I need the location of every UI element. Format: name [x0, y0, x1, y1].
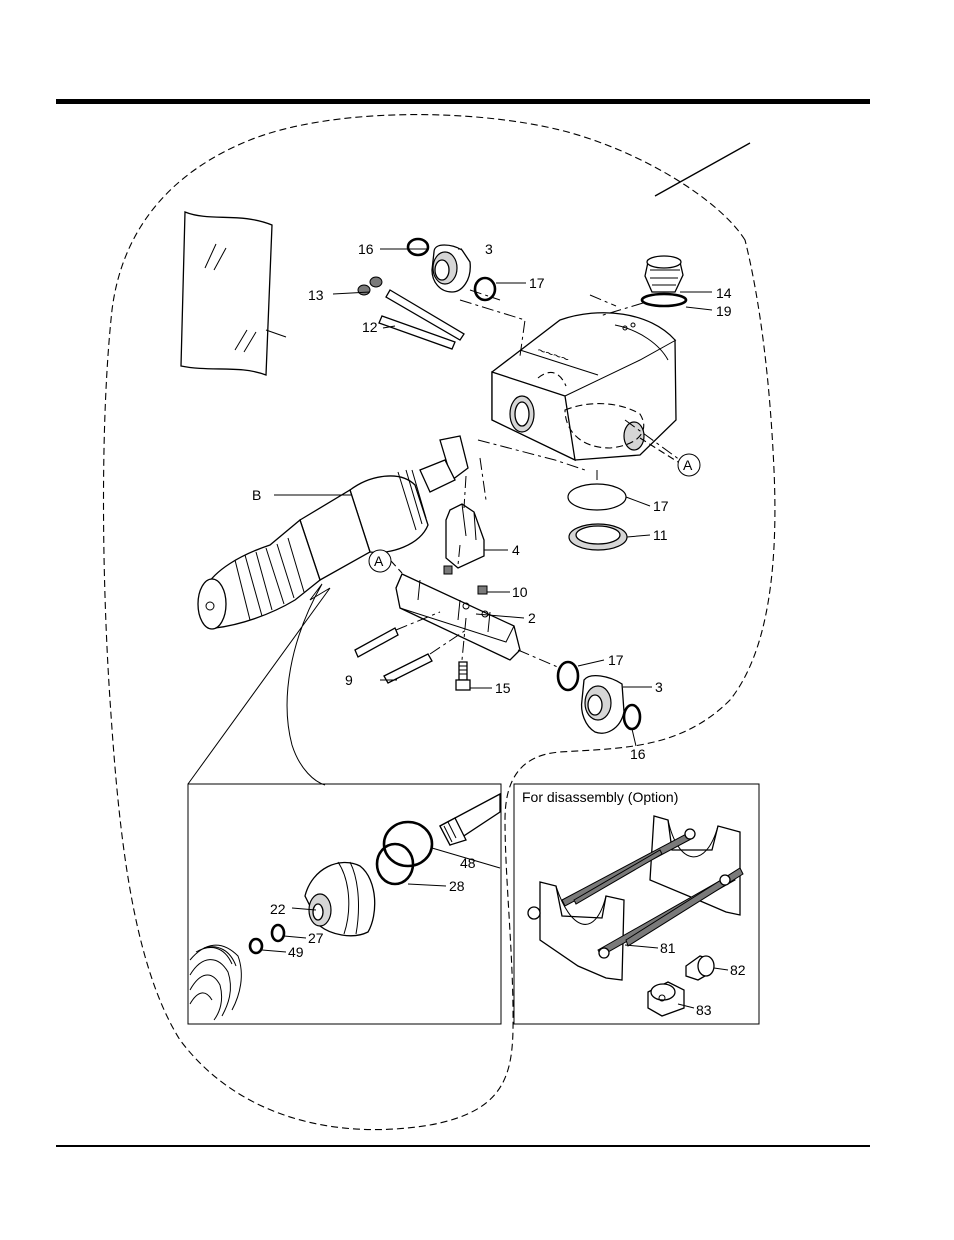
- callout-15: 15: [495, 680, 511, 696]
- callout-17-top: 17: [529, 275, 545, 291]
- o-ring-17-top: [475, 278, 495, 300]
- bolt-15: [456, 662, 470, 690]
- callout-16-lower: 16: [630, 746, 646, 762]
- o-ring-17-lower: [558, 662, 578, 690]
- callout-27: 27: [308, 930, 324, 946]
- callout-a-left: A: [374, 553, 384, 569]
- leader-a: [391, 438, 678, 573]
- callout-49: 49: [288, 944, 304, 960]
- callout-3-lower: 3: [655, 679, 663, 695]
- callout-82: 82: [730, 962, 746, 978]
- callout-a-right: A: [683, 457, 693, 473]
- piston-spring-detail: [190, 945, 241, 1020]
- callout-28: 28: [449, 878, 465, 894]
- callout-11: 11: [653, 527, 668, 543]
- bushing-3-top: [432, 245, 470, 292]
- pin-9: [355, 628, 432, 683]
- callout-9: 9: [345, 672, 353, 688]
- callout-22: 22: [270, 901, 286, 917]
- adapter-83: [648, 982, 684, 1016]
- bracket-4: [446, 504, 484, 568]
- callout-19: 19: [716, 303, 732, 319]
- callout-b: B: [252, 487, 261, 503]
- o-ring-16-lower: [624, 705, 640, 729]
- disassembly-tool: [528, 816, 743, 980]
- callout-17-lower: 17: [608, 652, 624, 668]
- housing-body: ~~~~: [492, 313, 676, 460]
- callout-4: 4: [512, 542, 520, 558]
- bushing-3-lower: [582, 676, 624, 734]
- spool-2: [396, 574, 520, 660]
- callout-12: 12: [362, 319, 378, 335]
- callout-48: 48: [460, 855, 476, 871]
- o-ring-27: [272, 925, 284, 941]
- callout-81: 81: [660, 940, 676, 956]
- callout-10: 10: [512, 584, 528, 600]
- callout-17-middle: 17: [653, 498, 669, 514]
- bushing-22: [305, 862, 375, 936]
- callout-16-top: 16: [358, 241, 374, 257]
- o-ring-16-top: [408, 239, 428, 255]
- callout-83: 83: [696, 1002, 712, 1018]
- boundary-leader: [655, 143, 750, 196]
- callout-13: 13: [308, 287, 324, 303]
- pin-12: [379, 290, 464, 349]
- inset-left-parts: [190, 794, 500, 1020]
- o-ring-19: [642, 294, 686, 306]
- o-ring-49: [250, 939, 262, 953]
- callout-2: 2: [528, 610, 536, 626]
- adapter-82: [686, 956, 714, 980]
- o-ring-17-middle: [568, 484, 626, 510]
- footer-rule: [56, 1145, 870, 1147]
- callout-14: 14: [716, 285, 732, 301]
- screw-10: [444, 566, 487, 594]
- seal-11: [569, 524, 627, 550]
- callout-3-top: 3: [485, 241, 493, 257]
- cap-14: [645, 256, 683, 292]
- protective-sheet: [181, 212, 286, 375]
- header-rule: [56, 99, 870, 104]
- inset-caption: For disassembly (Option): [522, 789, 678, 805]
